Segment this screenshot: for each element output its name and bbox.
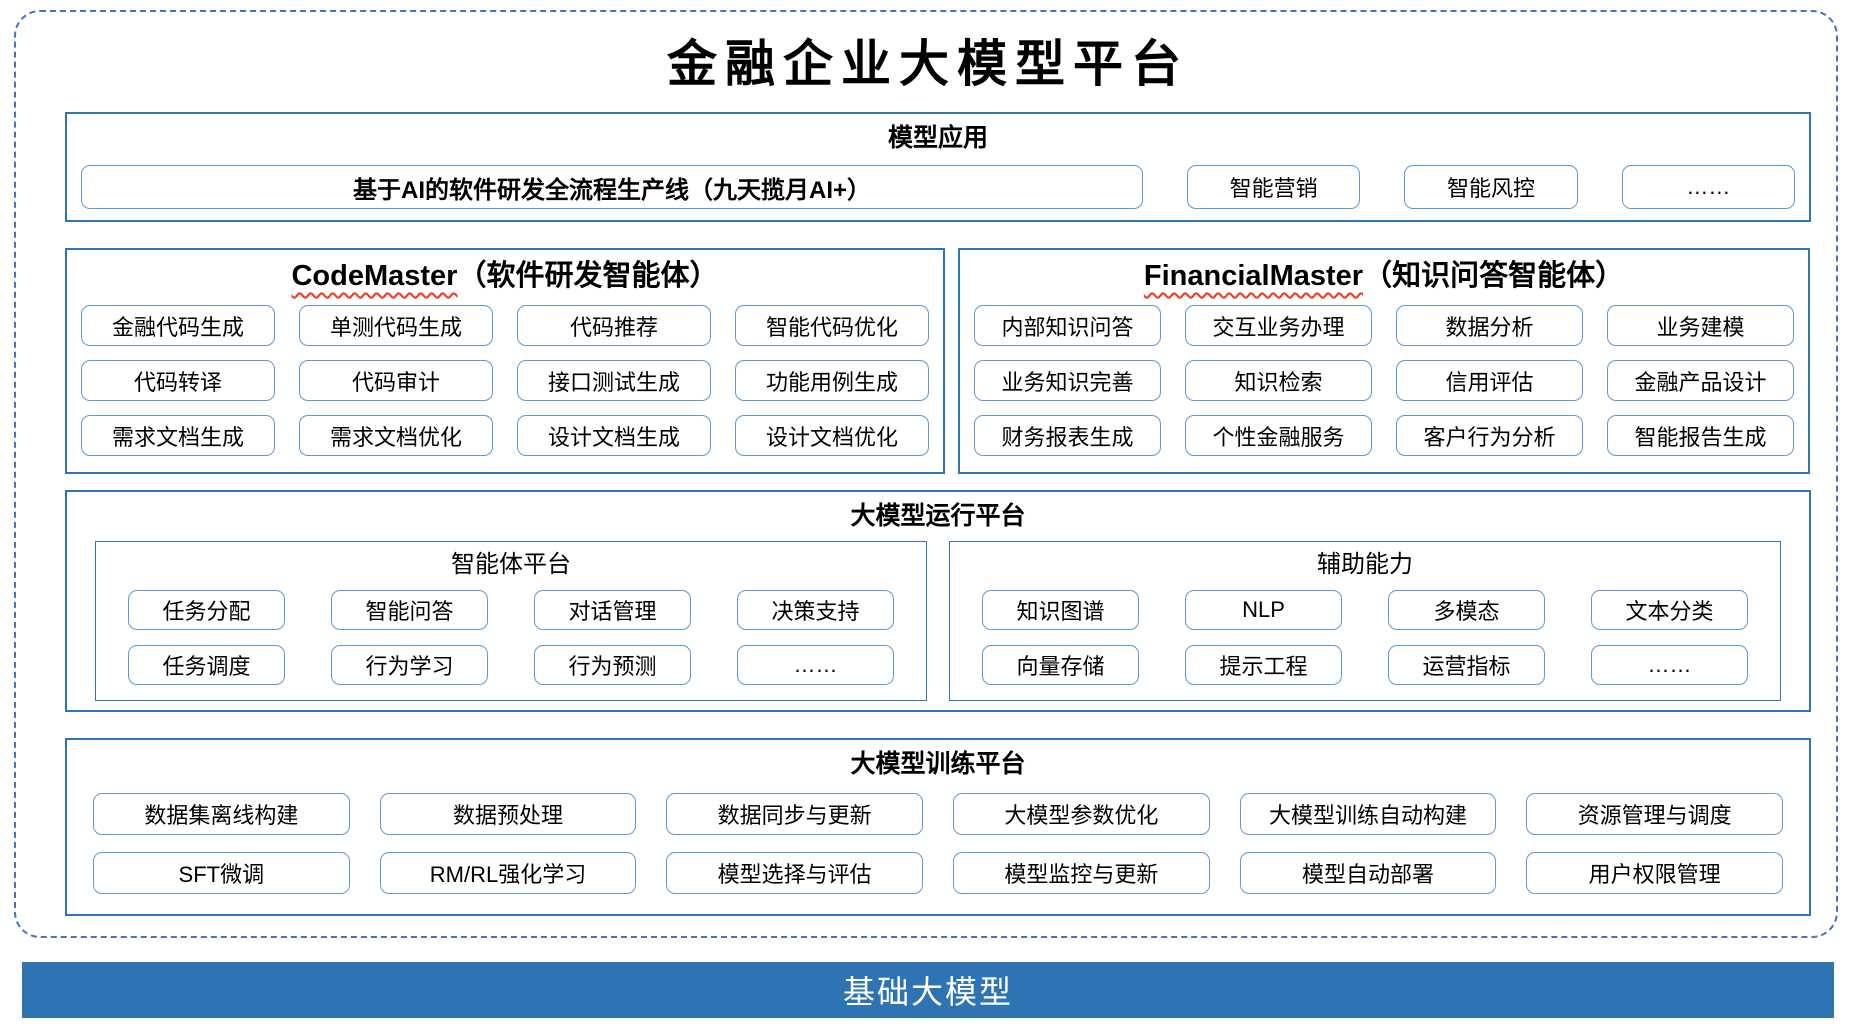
app-box-smart-risk-control: 智能风控 bbox=[1404, 165, 1578, 209]
capability-box: 金融产品设计 bbox=[1607, 360, 1794, 402]
capability-box: 智能报告生成 bbox=[1607, 415, 1794, 457]
runtime-subsections-row: 智能体平台 任务分配 智能问答 对话管理 决策支持 任务调度 行为学习 行为预测… bbox=[95, 541, 1781, 701]
agent-platform-title: 智能体平台 bbox=[451, 551, 571, 578]
codemaster-title-suffix: （软件研发智能体） bbox=[457, 260, 719, 292]
capability-box: …… bbox=[1591, 644, 1748, 685]
capability-box: 单测代码生成 bbox=[299, 305, 493, 347]
codemaster-title-en: CodeMaster bbox=[291, 260, 458, 292]
capability-box: 资源管理与调度 bbox=[1526, 793, 1783, 835]
capability-box: 大模型参数优化 bbox=[952, 793, 1210, 835]
capability-box: 交互业务办理 bbox=[1185, 305, 1372, 347]
section-model-applications-title: 模型应用 bbox=[887, 124, 988, 152]
capability-box: 代码转译 bbox=[81, 360, 275, 402]
capability-box: 运营指标 bbox=[1388, 644, 1545, 685]
codemaster-title: CodeMaster（软件研发智能体） bbox=[67, 258, 943, 294]
subsection-agent-platform: 智能体平台 任务分配 智能问答 对话管理 决策支持 任务调度 行为学习 行为预测… bbox=[95, 541, 927, 701]
foundation-model-bar: 基础大模型 bbox=[22, 962, 1834, 1018]
capability-box: 知识检索 bbox=[1185, 360, 1372, 402]
capability-box: 模型自动部署 bbox=[1239, 852, 1497, 894]
capability-box: 数据集离线构建 bbox=[93, 793, 350, 835]
agent-platform-grid: 任务分配 智能问答 对话管理 决策支持 任务调度 行为学习 行为预测 …… bbox=[96, 580, 926, 685]
capability-box: 数据分析 bbox=[1396, 305, 1583, 347]
capability-box: 任务调度 bbox=[128, 644, 285, 685]
model-applications-row: 基于AI的软件研发全流程生产线（九天揽月AI+） 智能营销 智能风控 …… bbox=[81, 165, 1795, 209]
capability-box: 智能问答 bbox=[331, 589, 488, 630]
capability-box: 代码推荐 bbox=[517, 305, 711, 347]
section-runtime-platform: 大模型运行平台 智能体平台 任务分配 智能问答 对话管理 决策支持 任务调度 行… bbox=[65, 490, 1811, 712]
training-platform-title: 大模型训练平台 bbox=[850, 750, 1026, 778]
capability-box: 知识图谱 bbox=[982, 589, 1139, 630]
capability-box: 接口测试生成 bbox=[517, 360, 711, 402]
app-box-ai-pipeline: 基于AI的软件研发全流程生产线（九天揽月AI+） bbox=[81, 165, 1143, 209]
capability-box: NLP bbox=[1185, 589, 1342, 630]
codemaster-grid: 金融代码生成 单测代码生成 代码推荐 智能代码优化 代码转译 代码审计 接口测试… bbox=[67, 294, 943, 457]
capability-box: 模型选择与评估 bbox=[666, 852, 923, 894]
capability-box: 功能用例生成 bbox=[735, 360, 929, 402]
capability-box: 智能代码优化 bbox=[735, 305, 929, 347]
capability-box: 任务分配 bbox=[128, 589, 285, 630]
capability-box: 代码审计 bbox=[299, 360, 493, 402]
capability-box: 业务知识完善 bbox=[974, 360, 1161, 402]
capability-box: 向量存储 bbox=[982, 644, 1139, 685]
capability-box: 大模型训练自动构建 bbox=[1239, 793, 1497, 835]
financialmaster-title: FinancialMaster（知识问答智能体） bbox=[960, 258, 1808, 294]
capability-box: 提示工程 bbox=[1185, 644, 1342, 685]
capability-box: 财务报表生成 bbox=[974, 415, 1161, 457]
app-box-smart-marketing: 智能营销 bbox=[1187, 165, 1361, 209]
section-training-platform: 大模型训练平台 数据集离线构建 数据预处理 数据同步与更新 大模型参数优化 大模… bbox=[65, 738, 1811, 916]
capability-box: 信用评估 bbox=[1396, 360, 1583, 402]
capability-box: …… bbox=[737, 644, 894, 685]
capability-box: SFT微调 bbox=[93, 852, 350, 894]
capability-box: 数据预处理 bbox=[379, 793, 637, 835]
capability-box: 数据同步与更新 bbox=[666, 793, 923, 835]
capability-box: 个性金融服务 bbox=[1185, 415, 1372, 457]
financialmaster-title-suffix: （知识问答智能体） bbox=[1363, 260, 1625, 292]
capability-box: 设计文档生成 bbox=[517, 415, 711, 457]
capability-box: 业务建模 bbox=[1607, 305, 1794, 347]
section-codemaster: CodeMaster（软件研发智能体） 金融代码生成 单测代码生成 代码推荐 智… bbox=[65, 248, 945, 474]
capability-box: 金融代码生成 bbox=[81, 305, 275, 347]
capability-box: 设计文档优化 bbox=[735, 415, 929, 457]
capability-box: 客户行为分析 bbox=[1396, 415, 1583, 457]
aux-ability-title: 辅助能力 bbox=[1317, 551, 1413, 578]
capability-box: 行为学习 bbox=[331, 644, 488, 685]
capability-box: 模型监控与更新 bbox=[952, 852, 1210, 894]
runtime-platform-title: 大模型运行平台 bbox=[850, 502, 1026, 530]
app-box-more: …… bbox=[1621, 165, 1795, 209]
subsection-aux-ability: 辅助能力 知识图谱 NLP 多模态 文本分类 向量存储 提示工程 运营指标 …… bbox=[949, 541, 1781, 701]
section-financialmaster: FinancialMaster（知识问答智能体） 内部知识问答 交互业务办理 数… bbox=[958, 248, 1810, 474]
financialmaster-grid: 内部知识问答 交互业务办理 数据分析 业务建模 业务知识完善 知识检索 信用评估… bbox=[960, 294, 1808, 457]
capability-box: 行为预测 bbox=[534, 644, 691, 685]
capability-box: 用户权限管理 bbox=[1526, 852, 1783, 894]
capability-box: 需求文档生成 bbox=[81, 415, 275, 457]
aux-ability-grid: 知识图谱 NLP 多模态 文本分类 向量存储 提示工程 运营指标 …… bbox=[950, 580, 1780, 685]
capability-box: 决策支持 bbox=[737, 589, 894, 630]
section-model-applications: 模型应用 基于AI的软件研发全流程生产线（九天揽月AI+） 智能营销 智能风控 … bbox=[65, 112, 1811, 222]
capability-box: 需求文档优化 bbox=[299, 415, 493, 457]
capability-box: 多模态 bbox=[1388, 589, 1545, 630]
page-title: 金融企业大模型平台 bbox=[667, 34, 1189, 93]
capability-box: 对话管理 bbox=[534, 589, 691, 630]
capability-box: 文本分类 bbox=[1591, 589, 1748, 630]
training-platform-grid: 数据集离线构建 数据预处理 数据同步与更新 大模型参数优化 大模型训练自动构建 … bbox=[67, 779, 1809, 894]
financialmaster-title-en: FinancialMaster bbox=[1143, 260, 1364, 292]
capability-box: 内部知识问答 bbox=[974, 305, 1161, 347]
capability-box: RM/RL强化学习 bbox=[379, 852, 637, 894]
